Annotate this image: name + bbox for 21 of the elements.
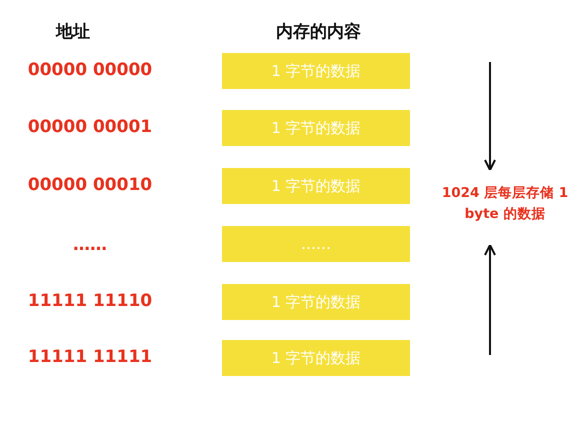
address-text: 11111 11111 (26, 347, 154, 367)
address-text: 00000 00000 (26, 60, 154, 80)
cell-text: 1 字节的数据 (271, 118, 361, 138)
memory-cell (222, 340, 410, 376)
note-text: 1024 层每层存储 1 byte 的数据 (440, 184, 570, 224)
memory-cell (222, 226, 410, 262)
column-heading: 地址 (56, 21, 90, 43)
cell-text: …… (301, 235, 331, 253)
memory-cell (222, 53, 410, 89)
cell-text: 1 字节的数据 (271, 62, 361, 80)
address-text: 00000 00001 (26, 117, 154, 137)
cell-text: 1 字节的数据 (271, 176, 361, 196)
address-text: 00000 00010 (26, 175, 154, 195)
cell-text: 1 字节的数据 (271, 348, 361, 368)
column-heading: 内存的内容 (276, 21, 361, 43)
memory-cell (222, 168, 410, 204)
address-text: …… (72, 235, 108, 255)
memory-cell (222, 110, 410, 146)
cell-text: 1 字节的数据 (271, 292, 361, 312)
memory-cell (222, 284, 410, 320)
address-text: 11111 11110 (26, 291, 154, 311)
